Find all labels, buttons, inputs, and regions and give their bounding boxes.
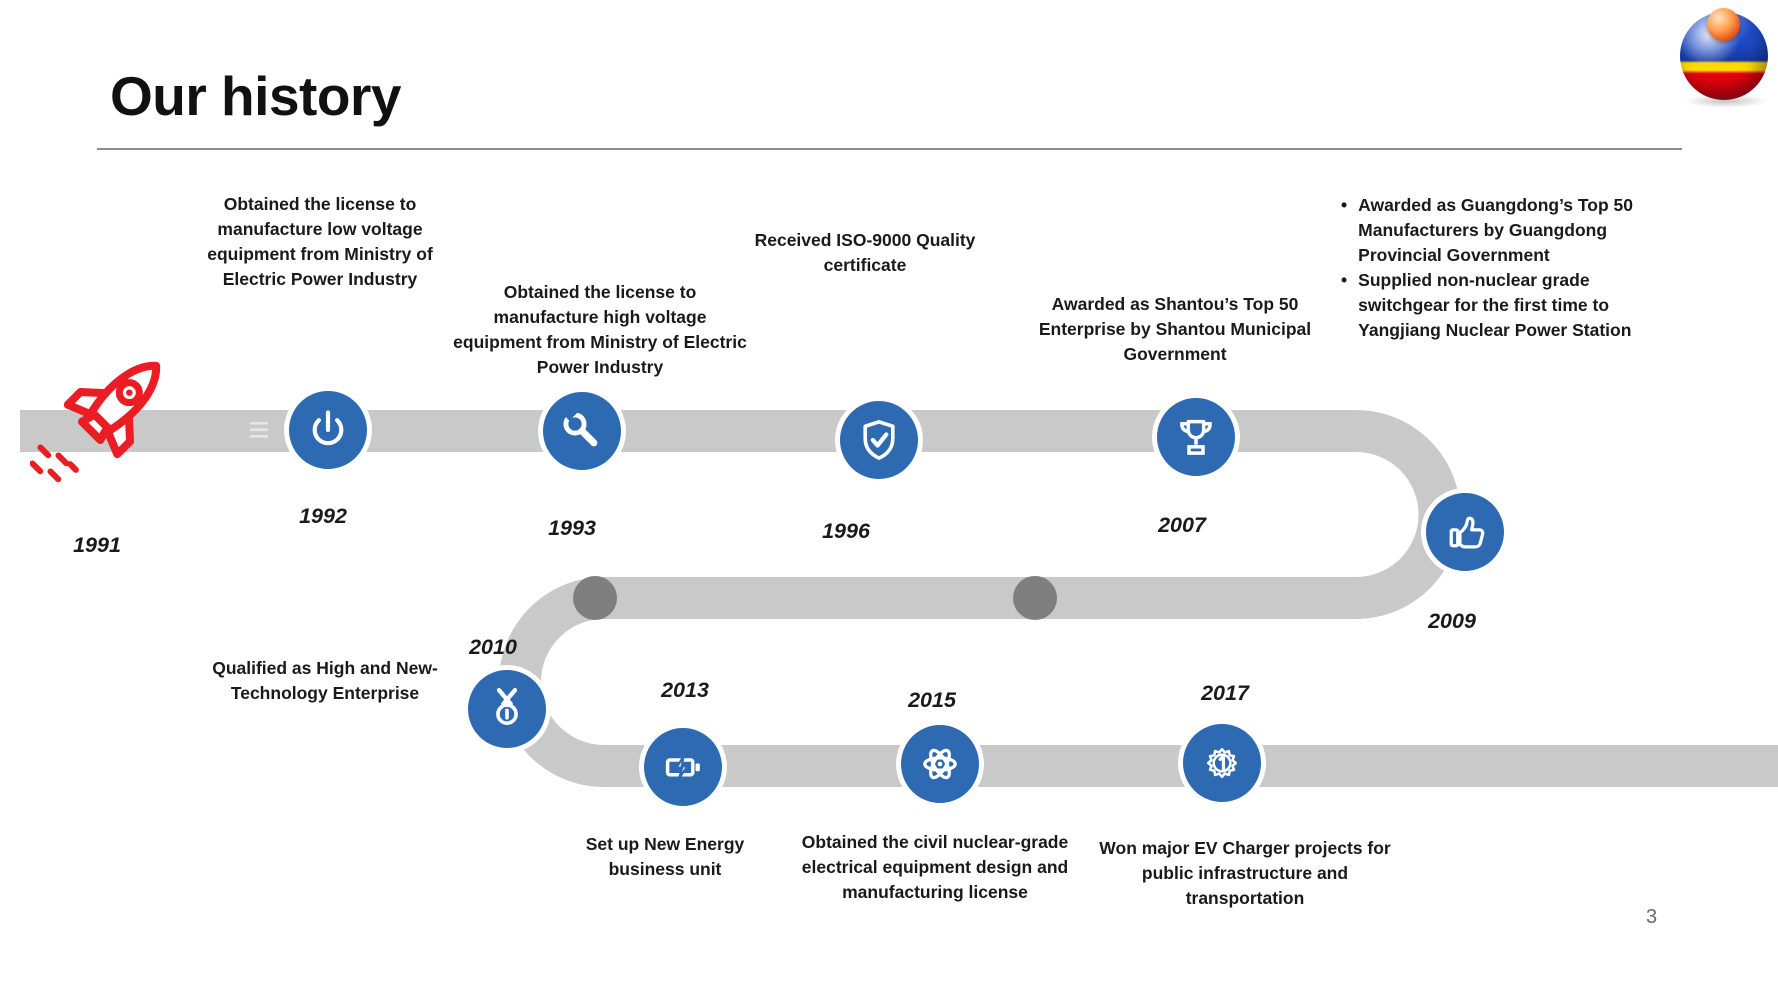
medal-icon bbox=[496, 687, 518, 725]
milestone-node-1992 bbox=[284, 386, 372, 474]
award-ribbon-icon bbox=[1206, 747, 1238, 779]
year-2010: 2010 bbox=[469, 635, 517, 659]
year-1992: 1992 bbox=[299, 504, 347, 528]
power-icon bbox=[312, 410, 344, 446]
shield-check-icon bbox=[863, 420, 895, 460]
year-2013: 2013 bbox=[661, 678, 709, 702]
milestone-node-2015 bbox=[896, 720, 984, 808]
bullet-marker: • bbox=[1341, 270, 1348, 290]
track-dot bbox=[573, 576, 617, 620]
year-1996: 1996 bbox=[822, 519, 870, 543]
year-2017: 2017 bbox=[1201, 681, 1249, 705]
thumbs-up-icon bbox=[1449, 516, 1485, 549]
page-title: Our history bbox=[110, 65, 401, 127]
rocket-icon bbox=[29, 332, 190, 492]
logo-small-sphere bbox=[1707, 8, 1740, 41]
rocket-speed-dashes bbox=[29, 444, 79, 483]
bullet-marker: • bbox=[1341, 195, 1348, 215]
milestone-node-2007 bbox=[1152, 393, 1240, 481]
bullet-item: • Awarded as Guangdong’s Top 50 Manufact… bbox=[1341, 193, 1686, 268]
wrench-icon bbox=[561, 404, 598, 447]
track-dot bbox=[1013, 576, 1057, 620]
milestone-node-2010 bbox=[463, 665, 551, 753]
milestone-node-2013 bbox=[639, 723, 727, 811]
atom-icon bbox=[923, 748, 957, 780]
milestone-node-1993 bbox=[538, 387, 626, 475]
milestone-node-2009 bbox=[1421, 488, 1509, 576]
milestone-text-2007: Awarded as Shantou’s Top 50 Enterprise b… bbox=[1038, 294, 1312, 364]
trophy-icon bbox=[1180, 419, 1212, 455]
milestone-text-1996: Received ISO-9000 Quality certificate bbox=[754, 230, 976, 275]
milestone-node-1996 bbox=[835, 396, 923, 484]
milestone-node-2017 bbox=[1178, 719, 1266, 807]
bullet-item: • Supplied non-nuclear grade switchgear … bbox=[1341, 268, 1686, 343]
battery-charging-icon bbox=[665, 754, 700, 780]
year-1991: 1991 bbox=[73, 533, 121, 557]
milestone-text-1992: Obtained the license to manufacture low … bbox=[207, 194, 433, 289]
year-2009: 2009 bbox=[1428, 609, 1476, 633]
menu-lines-icon bbox=[250, 422, 268, 438]
milestone-text-2010: Qualified as High and New- Technology En… bbox=[212, 658, 438, 703]
milestone-text-2017: Won major EV Charger projects for public… bbox=[1099, 838, 1391, 908]
page-number: 3 bbox=[1646, 906, 1658, 928]
milestone-text-2009: • Awarded as Guangdong’s Top 50 Manufact… bbox=[1341, 193, 1686, 343]
year-2007: 2007 bbox=[1158, 513, 1206, 537]
year-2015: 2015 bbox=[908, 688, 956, 712]
year-1993: 1993 bbox=[548, 516, 596, 540]
milestone-text-1993: Obtained the license to manufacture high… bbox=[453, 282, 747, 377]
milestone-text-2015: Obtained the civil nuclear-grade electri… bbox=[801, 832, 1069, 902]
logo-shadow bbox=[1684, 94, 1768, 108]
milestone-text-2013: Set up New Energy business unit bbox=[585, 834, 745, 879]
title-divider bbox=[97, 148, 1682, 150]
company-logo bbox=[1680, 8, 1772, 108]
